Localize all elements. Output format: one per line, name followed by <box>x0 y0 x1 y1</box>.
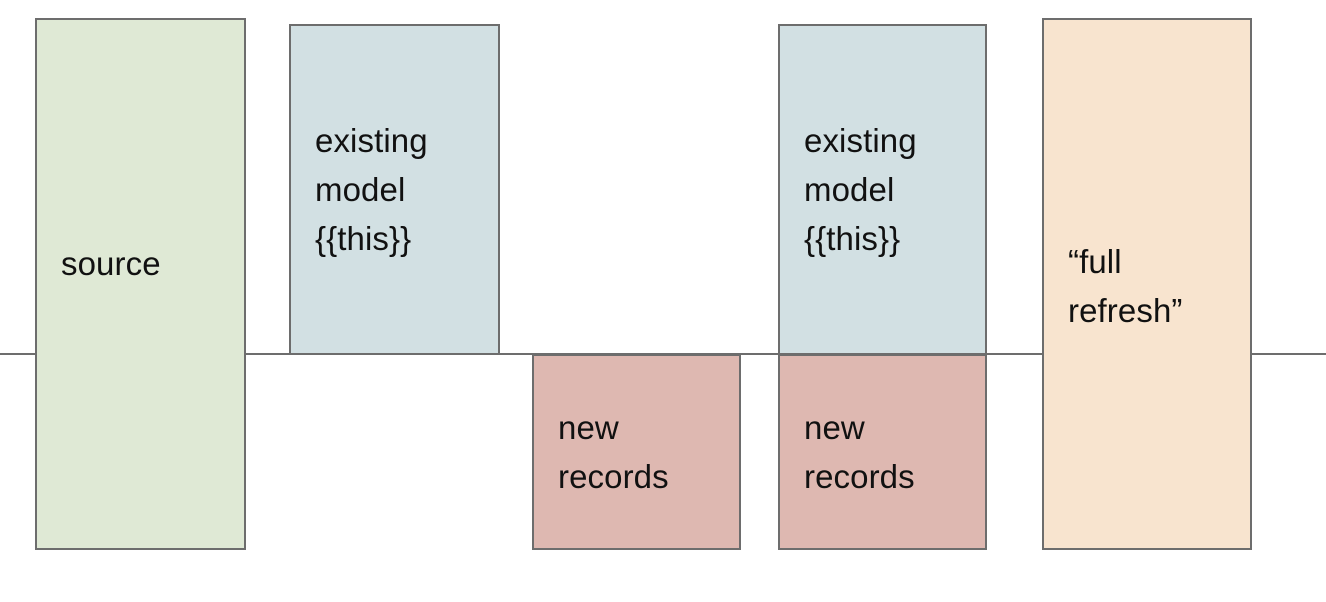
block-existing-model-2[interactable]: existing model {{this}} <box>778 24 987 355</box>
block-new-records-1[interactable]: new records <box>532 354 741 550</box>
block-source-label: source <box>61 244 161 282</box>
block-full-refresh[interactable]: “full refresh” <box>1042 18 1252 550</box>
block-existing-model-1[interactable]: existing model {{this}} <box>289 24 500 355</box>
block-source[interactable]: source <box>35 18 246 550</box>
block-new-records-2[interactable]: new records <box>778 354 987 550</box>
block-new-records-1-label: new records <box>558 409 669 495</box>
block-full-refresh-label: “full refresh” <box>1068 243 1183 329</box>
block-new-records-2-label: new records <box>804 409 915 495</box>
block-existing-model-2-label: existing model {{this}} <box>804 122 917 257</box>
block-existing-model-1-label: existing model {{this}} <box>315 122 428 257</box>
